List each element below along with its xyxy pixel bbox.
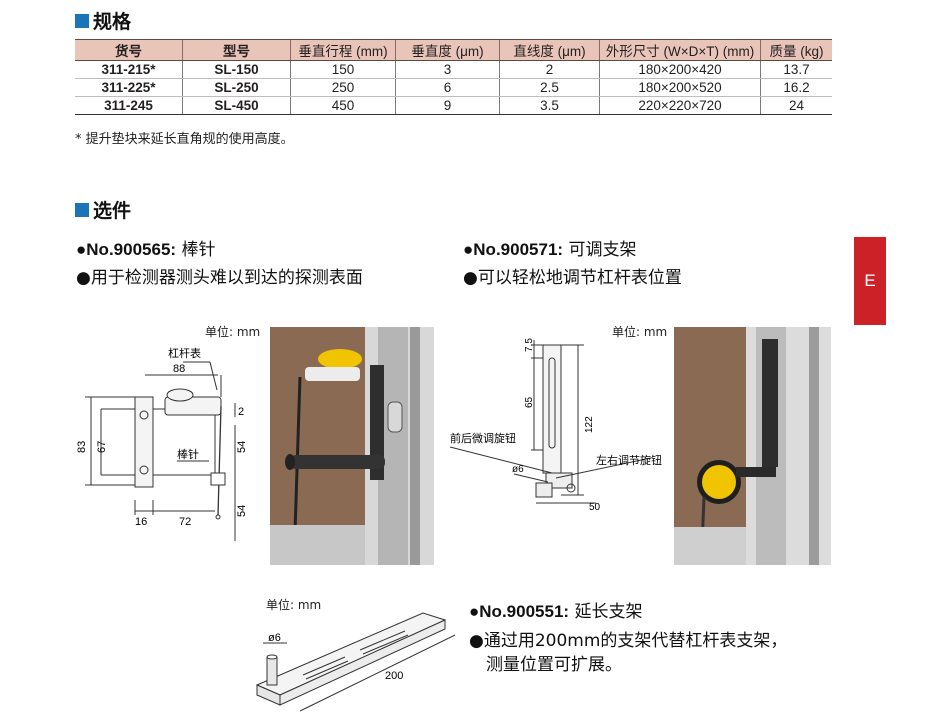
dimension-label: 122 — [584, 416, 595, 433]
square-bullet-icon — [75, 202, 89, 217]
col-header: 垂直行程 (mm) — [290, 39, 396, 61]
option-heading: ●No.900565: 棒针 — [76, 240, 216, 260]
extension-holder-drawing: ø6 200 — [255, 612, 456, 712]
drawing-label: 杠杆表 — [168, 346, 201, 360]
option-description: ●用于检测器测头难以到达的探测表面 — [76, 268, 363, 288]
dimension-label: 50 — [589, 502, 601, 513]
table-cell: SL-150 — [182, 60, 291, 79]
dimension-label: 88 — [173, 363, 185, 375]
dimension-label: 2 — [238, 406, 244, 418]
table-cell: 311-225* — [75, 78, 183, 97]
dimension-label: 200 — [385, 670, 403, 682]
options-section-title: 选件 — [75, 196, 131, 223]
table-cell: 9 — [395, 96, 500, 115]
table-cell: 311-215* — [75, 60, 183, 79]
holder-usage-photo — [674, 327, 831, 565]
dimension-label: 54 — [236, 441, 248, 453]
drawing-label: 棒针 — [177, 447, 199, 461]
dimension-label: 83 — [76, 441, 88, 453]
option-description: ●可以轻松地调节杠杆表位置 — [463, 268, 682, 288]
drawing-label: 左右调节旋钮 — [596, 453, 662, 467]
table-row: 311-225* SL-250 250 6 2.5 180×200×520 16… — [75, 78, 832, 97]
dimension-label: ø6 — [268, 632, 281, 644]
spec-table: 货号 型号 垂直行程 (mm) 垂直度 (μm) 直线度 (μm) 外形尺寸 (… — [75, 39, 832, 115]
option-heading: ●No.900571: 可调支架 — [463, 240, 637, 260]
table-cell: 180×200×520 — [599, 78, 761, 97]
dimension-label: 67 — [96, 441, 108, 453]
table-cell: 450 — [290, 96, 396, 115]
table-cell: 250 — [290, 78, 396, 97]
col-header: 直线度 (μm) — [499, 39, 600, 61]
col-header: 质量 (kg) — [760, 39, 832, 61]
dimension-label: 16 — [135, 516, 147, 528]
option-description: 测量位置可扩展。 — [486, 655, 622, 675]
table-row: 311-215* SL-150 150 3 2 180×200×420 13.7 — [75, 60, 832, 79]
col-header: 外形尺寸 (W×D×T) (mm) — [599, 39, 761, 61]
table-cell: 180×200×420 — [599, 60, 761, 79]
dimension-label: 65 — [524, 396, 535, 408]
col-header: 货号 — [75, 39, 183, 61]
option-heading: ●No.900551: 延长支架 — [469, 602, 643, 622]
table-cell: 2 — [499, 60, 600, 79]
table-cell: 16.2 — [760, 78, 832, 97]
unit-label: 单位: mm — [266, 598, 322, 612]
rod-usage-photo — [270, 327, 434, 565]
rod-dimension-drawing: 杠杆表 88 2 83 67 棒针 54 54 16 72 — [76, 346, 248, 541]
table-cell: 311-245 — [75, 96, 183, 115]
drawing-label: 前后微调旋钮 — [450, 431, 516, 445]
dimension-label: 72 — [179, 516, 191, 528]
table-cell: 3 — [395, 60, 500, 79]
col-header: 型号 — [182, 39, 291, 61]
col-header: 垂直度 (μm) — [395, 39, 500, 61]
spec-table-header: 货号 型号 垂直行程 (mm) 垂直度 (μm) 直线度 (μm) 外形尺寸 (… — [75, 39, 832, 61]
section-tab-e: E — [854, 237, 886, 325]
table-cell: 13.7 — [760, 60, 832, 79]
table-cell: SL-450 — [182, 96, 291, 115]
table-cell: 150 — [290, 60, 396, 79]
table-cell: 2.5 — [499, 78, 600, 97]
adjustable-holder-drawing: 7.5 65 122 前后微调旋钮 左右调节旋钮 ø6 50 — [449, 338, 662, 513]
dimension-label: 54 — [236, 505, 248, 517]
table-cell: 6 — [395, 78, 500, 97]
table-row: 311-245 SL-450 450 9 3.5 220×220×720 24 — [75, 96, 832, 115]
unit-label: 单位: mm — [205, 325, 261, 339]
table-cell: 24 — [760, 96, 832, 115]
square-bullet-icon — [75, 13, 89, 28]
dimension-label: 7.5 — [524, 338, 535, 352]
option-description: ●通过用200mm的支架代替杠杆表支架， — [469, 631, 788, 651]
unit-label: 单位: mm — [612, 325, 668, 339]
table-footnote: * 提升垫块来延长直角规的使用高度。 — [75, 132, 294, 147]
dimension-label: ø6 — [512, 464, 524, 475]
table-cell: 220×220×720 — [599, 96, 761, 115]
table-cell: SL-250 — [182, 78, 291, 97]
table-cell: 3.5 — [499, 96, 600, 115]
spec-section-title: 规格 — [75, 7, 131, 34]
